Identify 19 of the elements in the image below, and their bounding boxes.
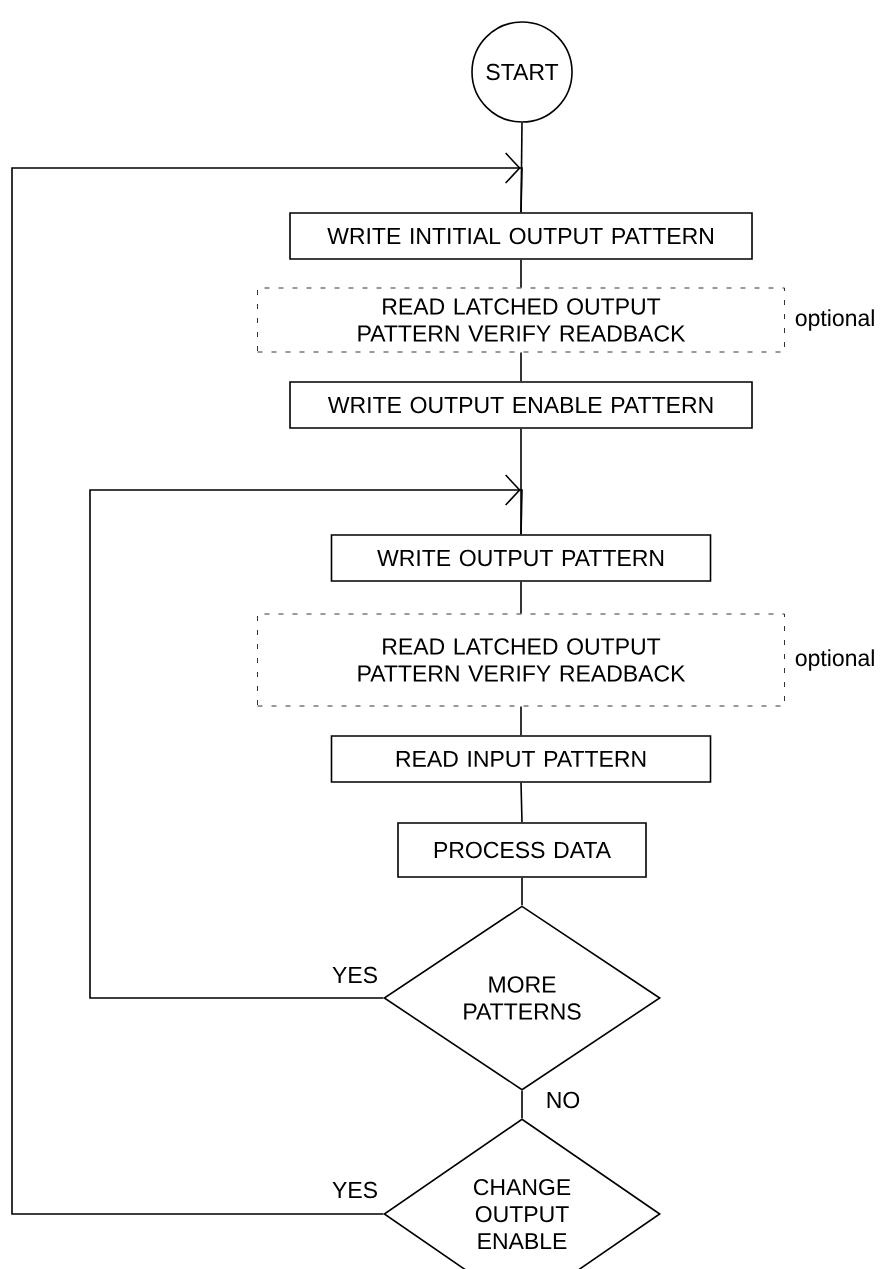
edge-label: YES [331, 1180, 379, 1200]
connector-line [520, 782, 523, 823]
process-box: READ INPUT PATTERN [330, 735, 712, 783]
connector-line [520, 705, 522, 736]
side-note: optional [795, 649, 874, 671]
process-box: WRITE INTITIAL OUTPUT PATTERN [289, 212, 753, 260]
connector-line [521, 877, 523, 906]
process-box: WRITE OUTPUT PATTERN [330, 534, 712, 582]
connector-line [520, 351, 522, 382]
edge-label: YES [331, 965, 379, 985]
optional-process-box: READ LATCHED OUTPUT PATTERN VERIFY READBACK [257, 613, 785, 707]
process-box: WRITE OUTPUT ENABLE PATTERN [289, 381, 753, 429]
connector-line [520, 259, 522, 289]
connector-line [520, 581, 522, 615]
process-box: PROCESS DATA [397, 822, 647, 878]
optional-process-box: READ LATCHED OUTPUT PATTERN VERIFY READBACK [257, 287, 785, 353]
edge-label: NO [544, 1090, 582, 1110]
connector-line [521, 1090, 523, 1119]
side-note: optional [795, 309, 874, 331]
